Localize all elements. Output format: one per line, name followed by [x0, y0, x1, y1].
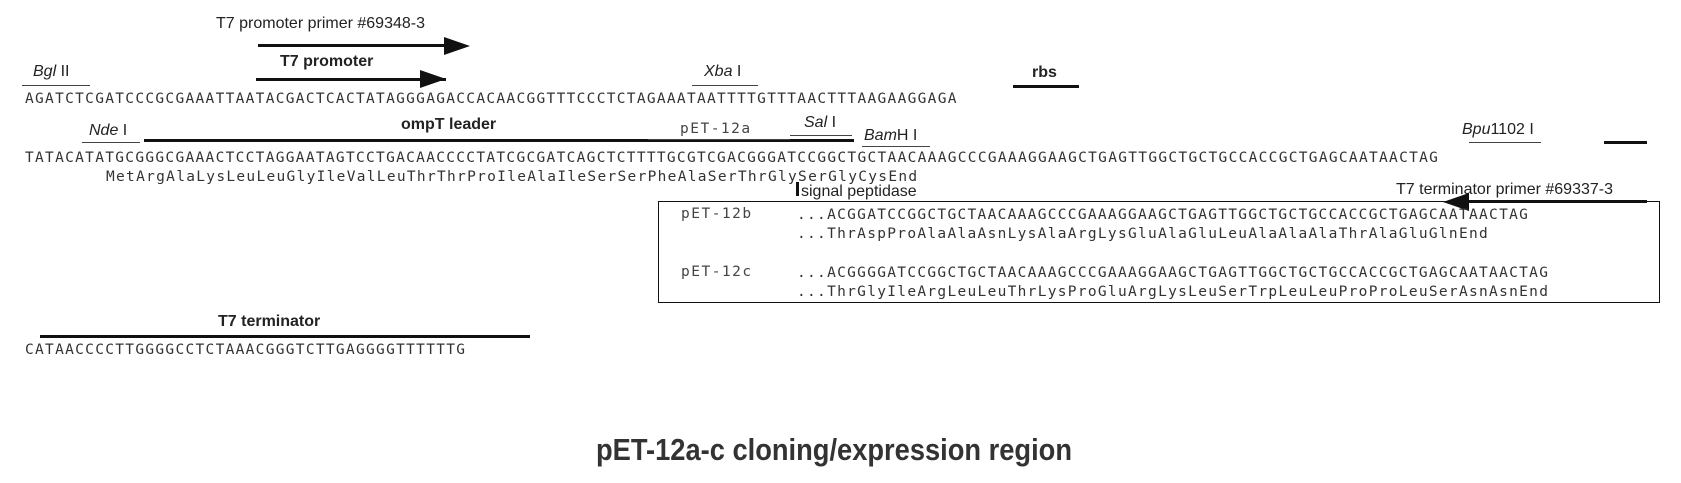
pet-12b-sequence: ...ACGGATCCGGCTGCTAACAAAGCCCGAAAGGAAGCTG… [797, 207, 1530, 223]
ndei-site-underline [82, 142, 140, 143]
sequence-line-1: AGATCTCGATCCCGCGAAATTAATACGACTCACTATAGGG… [25, 91, 958, 107]
t7-promoter-primer-arrow-head [444, 37, 470, 55]
xbai-site-suffix: I [732, 63, 742, 80]
t7-promoter-label: T7 promoter [280, 53, 374, 70]
bpu1102i-site-underline [1469, 142, 1541, 143]
pet-12a-underline [648, 139, 790, 140]
bpu1102i-site-label: Bpu1102 I [1462, 121, 1534, 139]
t7-terminator-primer-arrow-head [1443, 193, 1469, 211]
t7-promoter-arrow-head [420, 70, 446, 88]
ndei-site-label: Nde I [89, 122, 127, 140]
xbai-site-label: Xba I [704, 63, 741, 81]
bglii-site-italic: Bgl [33, 63, 57, 80]
t7-terminator-primer-label: T7 terminator primer #69337-3 [1396, 181, 1613, 198]
bamhi-site-underline [862, 146, 930, 147]
pet-12b-translation: ...ThrAspProAlaAlaAsnLysAlaArgLysGluAlaG… [797, 226, 1490, 242]
sali-site-suffix: I [827, 114, 837, 131]
sali-site-label: Sal I [804, 114, 836, 132]
xbai-site-underline [692, 85, 758, 86]
sequence-line-2: TATACATATGCGGGCGAAACTCCTAGGAATAGTCCTGACA… [25, 150, 1440, 166]
bglii-site-underline [22, 85, 90, 86]
t7-promoter-primer-label: T7 promoter primer #69348-3 [216, 15, 425, 32]
bamhi-site-suffix: H I [896, 127, 918, 144]
sali-site-italic: Sal [804, 114, 828, 131]
pet-12c-sequence: ...ACGGGGATCCGGCTGCTAACAAAGCCCGAAAGGAAGC… [797, 265, 1550, 281]
t7-terminator-start-bar [1604, 141, 1647, 144]
rbs-bar [1013, 85, 1079, 88]
bpu1102i-site-italic: Bpu [1462, 121, 1491, 138]
ndei-site-italic: Nde [89, 122, 119, 139]
variant-box [658, 201, 1660, 303]
bglii-site-suffix: II [56, 63, 70, 80]
signal-peptidase-cleavage-mark [796, 182, 799, 196]
figure-title: pET-12a-c cloning/expression region [596, 432, 1073, 467]
ndei-site-suffix: I [118, 122, 128, 139]
translation-line-2: MetArgAlaLysLeuLeuGlyIleValLeuThrThrProI… [106, 169, 919, 185]
xbai-site-italic: Xba [704, 63, 733, 80]
bamhi-site-italic: Bam [864, 127, 897, 144]
t7-promoter-arrow-shaft [256, 78, 446, 81]
rbs-label: rbs [1032, 64, 1057, 81]
bpu1102i-site-suffix: 1102 I [1490, 121, 1534, 138]
pet-12c-translation: ...ThrGlyIleArgLeuLeuThrLysProGluArgLysL… [797, 284, 1550, 300]
pet-12b-label: pET-12b [681, 206, 753, 222]
sequence-line-3: CATAACCCCTTGGGGCCTCTAAACGGGTCTTGAGGGGTTT… [25, 342, 467, 358]
pet-12c-label: pET-12c [681, 264, 753, 280]
t7-terminator-label: T7 terminator [218, 313, 321, 330]
signal-peptidase-label: signal peptidase [801, 183, 917, 200]
t7-terminator-bar [40, 335, 530, 338]
ompt-leader-label: ompT leader [401, 116, 497, 133]
ompt-leader-bar [144, 139, 854, 142]
bglii-site-label: Bgl II [33, 63, 69, 81]
bamhi-site-label: BamH I [864, 127, 917, 145]
t7-promoter-primer-arrow-shaft [258, 44, 444, 47]
sali-site-underline [790, 135, 852, 136]
pet-12a-label: pET-12a [680, 121, 752, 137]
